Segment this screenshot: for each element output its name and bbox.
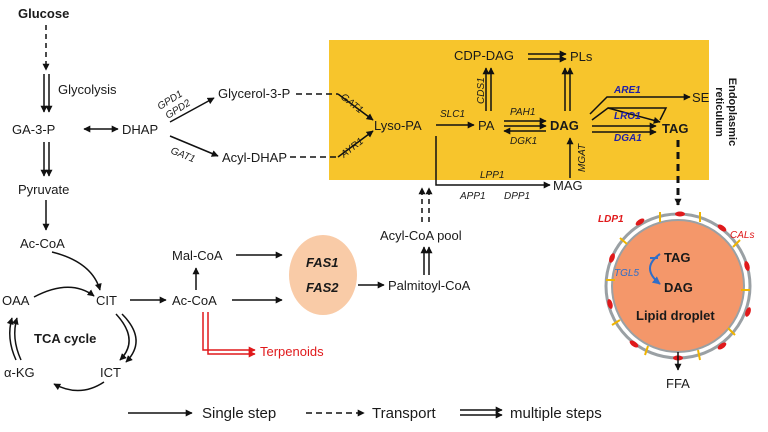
legend-multiple-steps: multiple steps: [510, 405, 602, 422]
cit-label: CIT: [96, 293, 117, 308]
gat1-dhap-label: GAT1: [169, 146, 197, 166]
tgl5-arrow: [649, 253, 661, 285]
cals-label: CALs: [730, 230, 754, 241]
akg-label: α-KG: [4, 365, 35, 380]
tca-cycle-label: TCA cycle: [34, 331, 96, 346]
ga3p-label: GA-3-P: [12, 122, 55, 137]
lyso-pa-label: Lyso-PA: [374, 118, 422, 133]
oaa-label: OAA: [2, 293, 30, 308]
pyruvate-label: Pyruvate: [18, 182, 69, 197]
tag-label: TAG: [662, 121, 688, 136]
glucose-label: Glucose: [18, 6, 69, 21]
ldp1-proteins: [607, 211, 751, 361]
fas2-label: FAS2: [306, 280, 339, 295]
dga1-label: DGA1: [614, 133, 642, 144]
terpenoid-arrows: [202, 312, 256, 358]
mgat-label: MGAT: [577, 143, 588, 172]
terpenoids-label: Terpenoids: [260, 344, 324, 359]
droplet-dag-label: DAG: [664, 280, 693, 295]
legend-transport: Transport: [372, 405, 436, 422]
fas-complex: [289, 235, 357, 315]
er-label-line1: Endoplasmic: [726, 78, 738, 146]
tgl5-label: TGL5: [614, 268, 639, 279]
glycerol3p-label: Glycerol-3-P: [218, 86, 290, 101]
dgk1-label: DGK1: [510, 136, 537, 147]
mag-label: MAG: [553, 178, 583, 193]
legend-single-step: Single step: [202, 405, 276, 422]
droplet-tag-label: TAG: [664, 250, 690, 265]
dpp1-label: DPP1: [504, 191, 530, 202]
are1-label: ARE1: [613, 85, 641, 96]
ffa-label: FFA: [666, 376, 690, 391]
lro1-label: LRO1: [614, 111, 641, 122]
ac-coa-label: Ac-CoA: [172, 293, 217, 308]
cds1-label: CDS1: [476, 77, 487, 104]
er-region: [329, 40, 709, 180]
ldp1-label: LDP1: [598, 214, 624, 225]
acyl-dhap-label: Acyl-DHAP: [222, 150, 287, 165]
cal-proteins: [606, 212, 750, 361]
er-label-line2: reticulum: [713, 87, 725, 137]
slc1-label: SLC1: [440, 109, 465, 120]
glycolysis-label: Glycolysis: [58, 82, 117, 97]
accoa-top-label: Ac-CoA: [20, 236, 65, 251]
se-label: SE: [692, 90, 710, 105]
fas1-label: FAS1: [306, 255, 339, 270]
app1-label: APP1: [459, 191, 486, 202]
palmitoyl-coa-label: Palmitoyl-CoA: [388, 278, 471, 293]
mal-coa-label: Mal-CoA: [172, 248, 223, 263]
arrows: [6, 25, 691, 419]
pa-label: PA: [478, 118, 495, 133]
dhap-label: DHAP: [122, 122, 158, 137]
pah1-label: PAH1: [510, 107, 535, 118]
lpp1-label: LPP1: [480, 170, 504, 181]
ict-label: ICT: [100, 365, 121, 380]
pls-label: PLs: [570, 49, 593, 64]
dag-label: DAG: [550, 118, 579, 133]
cdp-dag-label: CDP-DAG: [454, 48, 514, 63]
acyl-coa-pool-label: Acyl-CoA pool: [380, 228, 462, 243]
lipid-droplet-label: Lipid droplet: [636, 308, 715, 323]
